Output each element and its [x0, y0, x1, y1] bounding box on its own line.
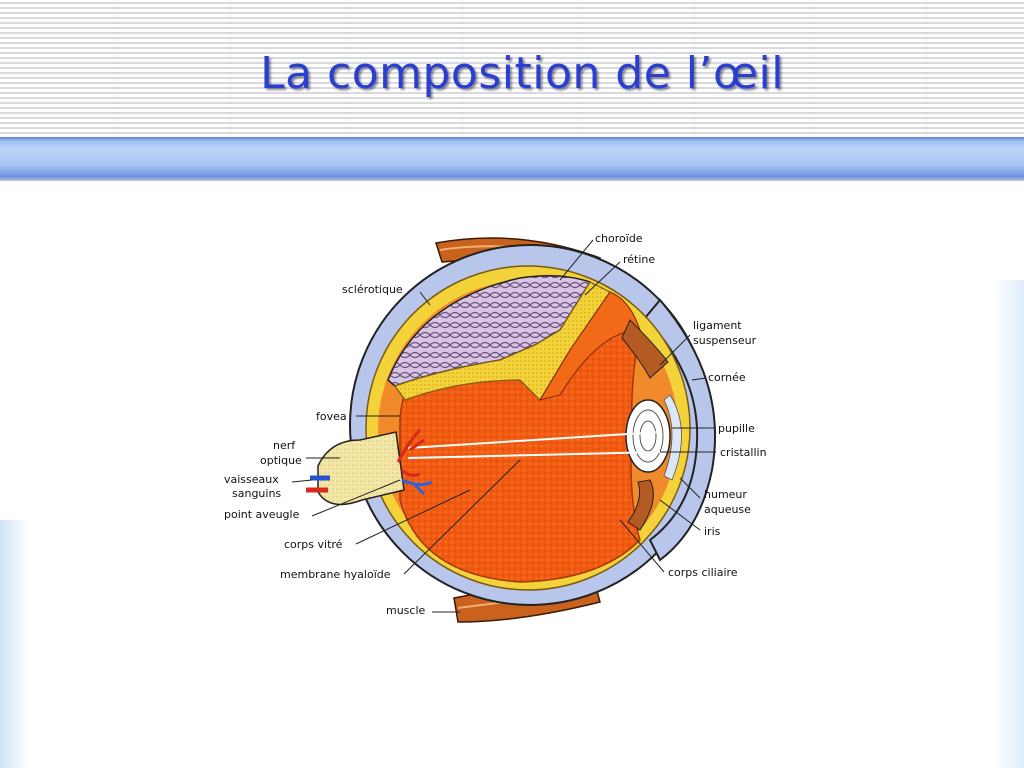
right-glow [994, 280, 1024, 768]
label-cristallin: cristallin [720, 446, 767, 459]
label-vaisseaux-2: sanguins [232, 487, 281, 500]
label-nerf-2: optique [260, 454, 302, 467]
label-muscle: muscle [386, 604, 426, 617]
label-membrane: membrane hyaloïde [280, 568, 391, 581]
label-humeur-1: humeur [704, 488, 747, 501]
label-point-aveugle: point aveugle [224, 508, 300, 521]
left-glow [0, 520, 30, 768]
anterior-chamber [663, 394, 682, 481]
label-sclerotique: sclérotique [342, 283, 403, 296]
label-fovea: fovea [316, 410, 347, 423]
label-ligament-2: suspenseur [693, 334, 757, 347]
ciliary-lower [627, 479, 654, 531]
optic-nerve [317, 431, 405, 506]
header-band [0, 137, 1024, 181]
label-corps-ciliaire: corps ciliaire [668, 566, 738, 579]
label-vaisseaux-1: vaisseaux [224, 473, 279, 486]
label-corps-vitre: corps vitré [284, 538, 343, 551]
label-humeur-2: aqueuse [704, 503, 751, 516]
slide-title: La composition de l’œil [260, 48, 784, 99]
label-choroide: choroïde [595, 232, 643, 245]
blood-vessels [396, 428, 425, 477]
header-background [0, 0, 1024, 137]
label-iris: iris [704, 525, 721, 538]
label-retine: rétine [623, 253, 655, 266]
label-cornee: cornée [708, 371, 746, 384]
label-pupille: pupille [718, 422, 755, 435]
label-ligament-1: ligament [693, 319, 742, 332]
label-nerf-1: nerf [273, 439, 296, 452]
ciliary-upper [621, 319, 669, 379]
